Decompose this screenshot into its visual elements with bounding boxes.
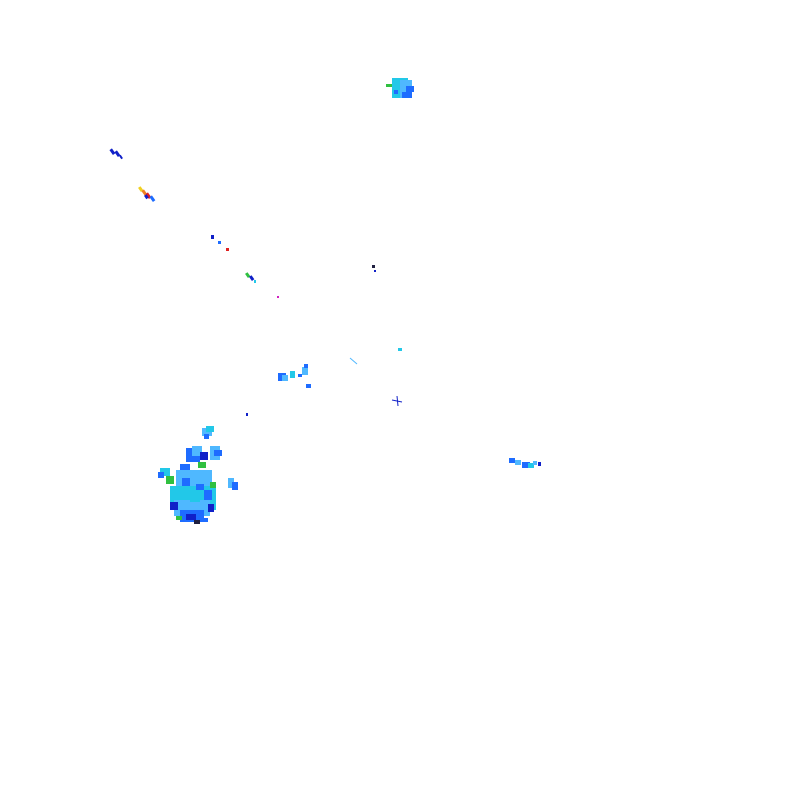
echo-cell-southwest	[158, 426, 238, 524]
echo-streak-east	[509, 458, 541, 468]
echo-specks-center	[246, 265, 403, 416]
echo-cell-north	[386, 78, 414, 98]
echo-cluster-west-center	[278, 364, 311, 388]
echo-streak-northwest	[109, 148, 279, 298]
